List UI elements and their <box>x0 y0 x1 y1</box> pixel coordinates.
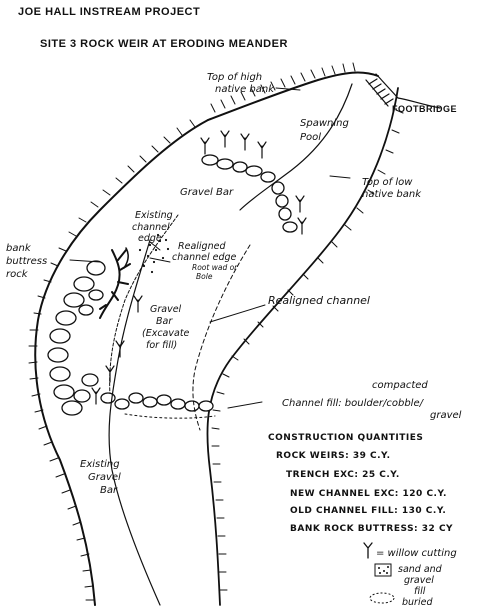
svg-text:channel: channel <box>132 222 170 233</box>
fill-buried-dotted <box>124 413 216 419</box>
quantity-item: OLD CHANNEL FILL: 130 C.Y. <box>290 506 446 516</box>
svg-text:Gravel: Gravel <box>88 472 121 483</box>
svg-text:fill: fill <box>414 586 426 597</box>
realigned-channel-edge-label: Realigned channel edge <box>172 241 237 263</box>
svg-text:Root wad or: Root wad or <box>192 263 238 272</box>
spawning-pool-label: Spawning Pool <box>300 118 349 143</box>
svg-text:Existing: Existing <box>135 210 173 221</box>
bank-buttress-rocks <box>47 260 106 416</box>
svg-text:rock: rock <box>6 269 29 280</box>
leader-lines <box>69 87 351 409</box>
svg-text:edge: edge <box>138 233 162 244</box>
quantity-item: BANK ROCK BUTTRESS: 32 CY <box>290 524 453 534</box>
svg-text:Top of low: Top of low <box>362 177 413 188</box>
svg-text:Channel fill: boulder/cobble/: Channel fill: boulder/cobble/ <box>282 398 425 409</box>
svg-text:Gravel: Gravel <box>150 304 182 315</box>
root-wad <box>99 247 131 319</box>
gravel-bar-upper-label: Gravel Bar <box>180 187 234 198</box>
svg-text:Pool: Pool <box>300 132 321 143</box>
svg-text:(Excavate: (Excavate <box>142 328 190 339</box>
realigned-channel-label: Realigned channel <box>268 294 370 307</box>
quantities-heading: CONSTRUCTION QUANTITIES <box>268 433 423 443</box>
legend: = willow cutting sand and gravel fill bu… <box>363 542 457 607</box>
svg-text:channel edge: channel edge <box>172 252 237 263</box>
sand-gravel-legend-label: sand and gravel <box>398 564 443 586</box>
footbridge-label: FOOTBRIDGE <box>392 104 457 114</box>
top-high-bank-label: Top of high native bank <box>207 72 275 95</box>
sketch-subtitle: SITE 3 ROCK WEIR AT ERODING MEANDER <box>40 38 288 50</box>
high-native-bank <box>28 62 379 606</box>
svg-text:compacted: compacted <box>372 380 428 391</box>
svg-text:native bank: native bank <box>215 84 275 95</box>
svg-text:gravel: gravel <box>404 575 434 586</box>
channel-fill-label: compacted Channel fill: boulder/cobble/ … <box>282 380 462 421</box>
sketch-title: JOE HALL INSTREAM PROJECT <box>18 6 200 18</box>
construction-quantities: CONSTRUCTION QUANTITIES ROCK WEIRS: 39 C… <box>268 433 453 534</box>
svg-text:Bar: Bar <box>156 316 173 327</box>
svg-text:gravel: gravel <box>430 410 462 421</box>
fill-buried-legend-label: fill buried <box>402 586 433 607</box>
root-wad-label: Root wad or Bole <box>192 263 238 281</box>
svg-text:Bar: Bar <box>100 485 118 496</box>
sand-gravel-legend-icon <box>374 563 392 577</box>
low-native-bank <box>206 87 404 606</box>
existing-channel-edge-line <box>109 214 179 396</box>
existing-channel-edge-label: Existing channel edge <box>132 210 173 244</box>
svg-text:sand and: sand and <box>398 564 443 575</box>
gravel-bar-excavate-label: Gravel Bar (Excavate for fill) <box>142 304 190 351</box>
svg-text:for fill): for fill) <box>146 340 177 351</box>
willow-cuttings <box>91 130 307 405</box>
existing-gravel-bar-label: Existing Gravel Bar <box>80 459 121 496</box>
svg-text:Existing: Existing <box>80 459 120 470</box>
quantity-item: ROCK WEIRS: 39 C.Y. <box>276 451 391 461</box>
realigned-channel-centerline <box>192 244 251 431</box>
quantity-item: TRENCH EXC: 25 C.Y. <box>286 470 400 480</box>
bank-buttress-label: bank buttress rock <box>6 243 47 280</box>
realigned-channel-left-edge <box>108 239 161 606</box>
upstream-channel-edge <box>239 83 353 211</box>
willow-legend-icon <box>363 542 373 559</box>
quantity-item: NEW CHANNEL EXC: 120 C.Y. <box>290 489 447 499</box>
svg-text:buttress: buttress <box>6 256 47 267</box>
willow-legend-label: = willow cutting <box>376 548 457 559</box>
svg-text:buried: buried <box>402 597 433 607</box>
svg-text:Top of high: Top of high <box>207 72 262 83</box>
svg-text:native bank: native bank <box>362 189 422 200</box>
svg-text:Bole: Bole <box>196 272 213 281</box>
svg-text:bank: bank <box>6 243 32 254</box>
upper-rock-weir <box>201 154 298 233</box>
lower-rock-weir <box>100 392 214 412</box>
svg-text:Realigned: Realigned <box>178 241 226 252</box>
footbridge-structure <box>365 73 441 109</box>
top-low-bank-label: Top of low native bank <box>362 177 422 200</box>
svg-text:Spawning: Spawning <box>300 118 349 129</box>
fill-buried-legend-icon <box>369 592 395 604</box>
